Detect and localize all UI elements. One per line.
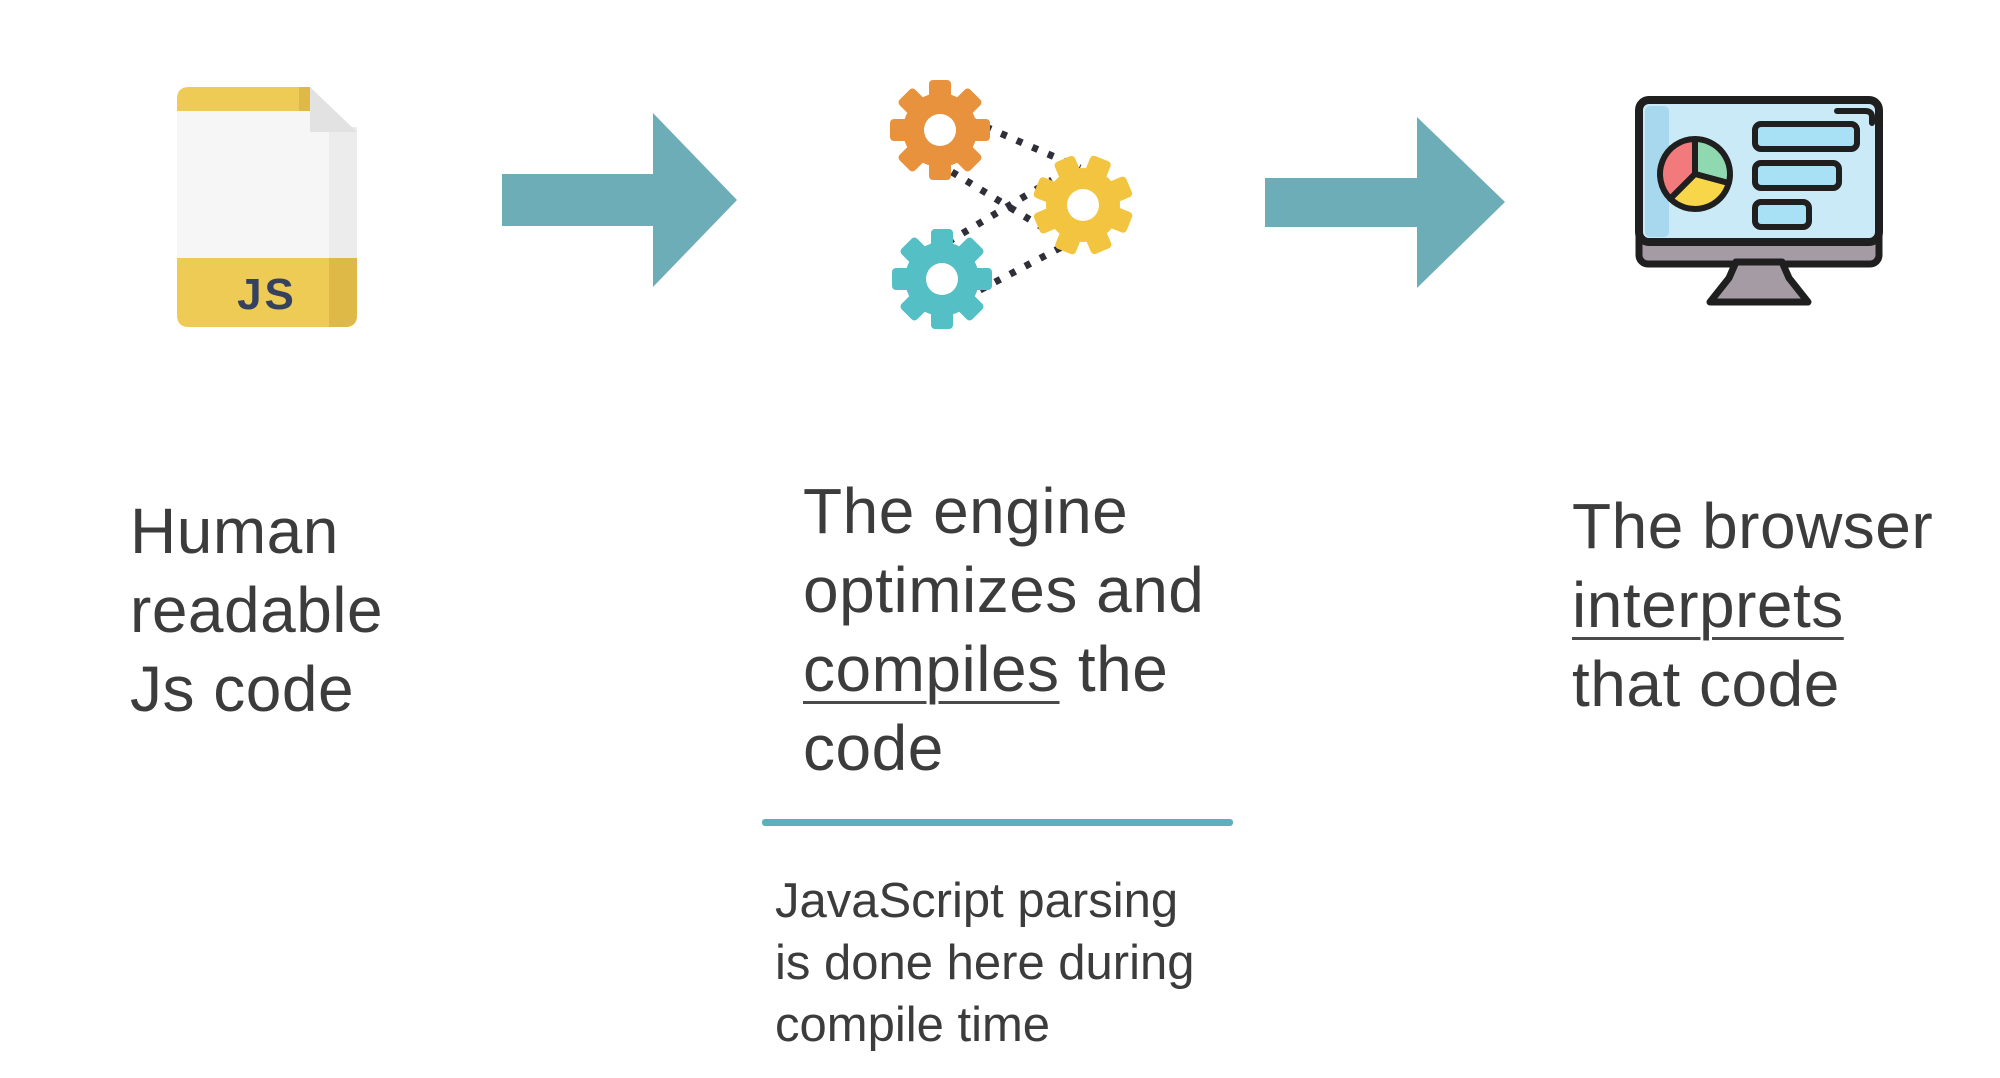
browser-monitor-icon	[1635, 96, 1883, 306]
yellow-gear	[1033, 155, 1133, 255]
arrow-shape	[1265, 117, 1505, 288]
arrow-shape	[502, 113, 737, 287]
bar-list	[1752, 108, 1875, 230]
file-bottom-band-shade	[329, 258, 357, 327]
file-shade	[329, 127, 357, 262]
js-file-icon: JS	[177, 87, 357, 327]
engine-gears-icon	[890, 80, 1133, 329]
file-top-band-shade	[299, 87, 310, 111]
flow-arrow-1-icon	[502, 113, 737, 287]
monitor-stand	[1706, 258, 1812, 306]
js-badge-text: JS	[237, 270, 297, 319]
teal-gear	[892, 229, 992, 329]
note-divider	[762, 819, 1233, 826]
file-bottom-band	[177, 258, 357, 327]
orange-gear	[890, 80, 990, 180]
pie-chart	[1657, 136, 1733, 212]
screen-highlight-strip	[1645, 106, 1669, 237]
file-top-band	[177, 87, 310, 111]
file-fold-corner	[310, 87, 357, 132]
flow-arrow-2-icon	[1265, 117, 1505, 288]
